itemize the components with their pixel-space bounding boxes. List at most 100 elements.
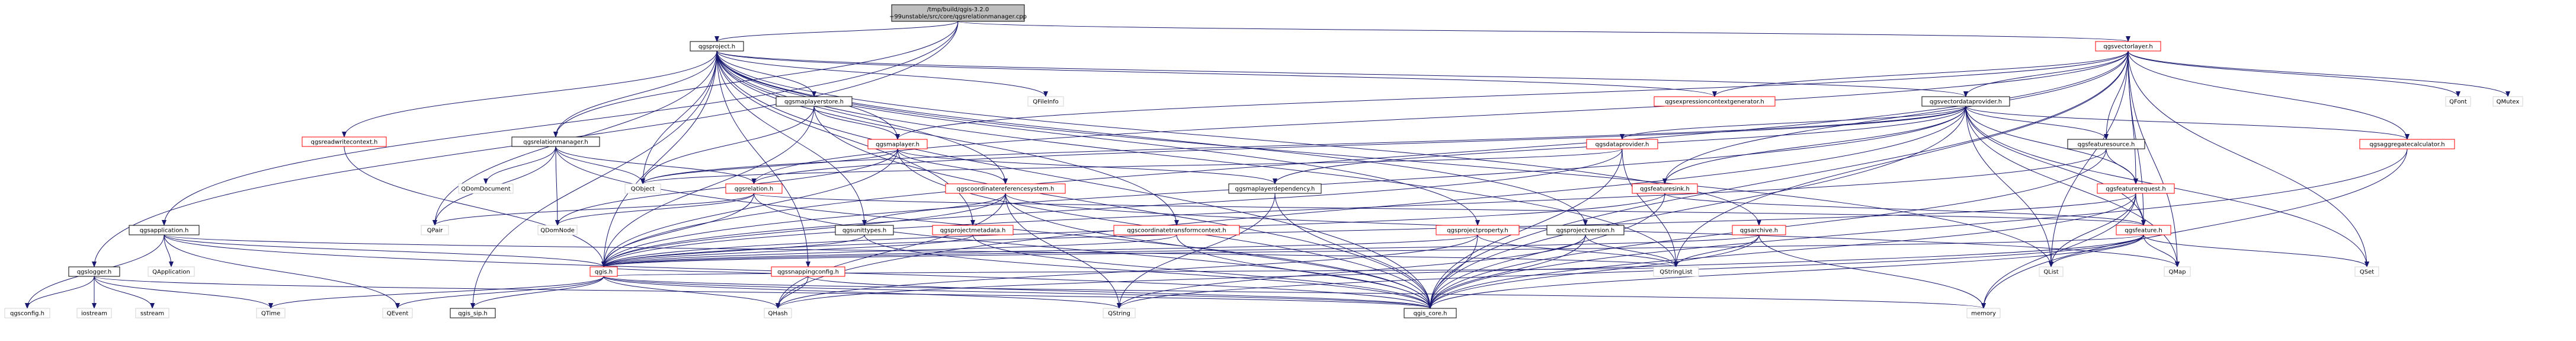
node-qgslogger-h[interactable]: qgslogger.h (68, 266, 120, 277)
node-box (2354, 266, 2379, 277)
node-qgsprojectproperty-h[interactable]: qgsprojectproperty.h (1436, 225, 1520, 235)
node-box (2445, 96, 2471, 107)
node-qgsvectordataprovider-h[interactable]: qgsvectordataprovider.h (1921, 96, 2010, 107)
node-box (148, 266, 195, 277)
node-label: qgis_sip.h (458, 311, 488, 317)
node-box (302, 136, 387, 147)
node-box (589, 266, 618, 277)
node-label: QApplication (152, 269, 190, 276)
edge-qgsarchive_h-to-qgis_h (601, 234, 1760, 267)
edge-qgsvectordataprovider_h-to-qgsfeature_h (1965, 106, 2146, 226)
edge-qgsvectorlayer_h-to-qset (2128, 50, 2369, 267)
edge-qgsrelation_h-to-qgis_core_h (754, 193, 1433, 309)
node-qgsmaplayer-h[interactable]: qgsmaplayer.h (867, 139, 928, 149)
edge-qgsrelationmanager_h-to-qobject (555, 146, 645, 184)
node-qgsfeaturerequest-h[interactable]: qgsfeaturerequest.h (2097, 183, 2175, 194)
node-label: qgslogger.h (77, 269, 111, 276)
edge-qgsvectordataprovider_h-to-qgsfeaturesink_h (1662, 106, 1966, 184)
node-label: QMutex (2497, 99, 2520, 106)
node-box (945, 183, 1066, 194)
node-label: qgsprojectversion.h (1556, 228, 1615, 234)
edge-qgis_h-to-qhash (603, 276, 780, 309)
edge-qgsvectorlayer_h-to-qgsfeature_h (2128, 50, 2146, 226)
edge-qgsvectorlayer_h-to-qgis_h (601, 50, 2129, 267)
node-qgssnappingconfig-h[interactable]: qgssnappingconfig.h (771, 266, 845, 277)
node-qgsreadwritecontext-h[interactable]: qgsreadwritecontext.h (302, 136, 387, 147)
edge-qgsmaplayerstore_h-to-qgsmaplayer_h (813, 106, 900, 140)
edge-qgsvectordataprovider_h-to-qmap (1965, 106, 2180, 267)
edge-qgis_h-to-qgis_sip_h (470, 276, 604, 309)
node-qgsarchive-h[interactable]: qgsarchive.h (1732, 225, 1786, 235)
node-qgsrelationmanager-h[interactable]: qgsrelationmanager.h (511, 136, 600, 147)
node-qgsprojectmetadata-h[interactable]: qgsprojectmetadata.h (932, 225, 1014, 235)
node-label: qgsrelation.h (735, 186, 774, 193)
node-box (2067, 139, 2145, 149)
node-box (421, 225, 449, 235)
node-label: qgsunittypes.h (842, 228, 886, 234)
edge-qgsunittypes_h-to-qgis_h (601, 234, 865, 267)
node-box (458, 183, 514, 194)
node-qgsmaplayerstore-h[interactable]: qgsmaplayerstore.h (776, 96, 853, 107)
edge-qgsprojectversion_h-to-qstringlist (1585, 234, 1678, 267)
edge-qgsapplication_h-to-qgis_h (164, 234, 606, 267)
node-label: qgsmaplayerdependency.h (1235, 186, 1315, 193)
node-qgis-sip-h[interactable]: qgis_sip.h (450, 308, 496, 318)
edge-qgscoordinatereferencesystem_h-to-qgis_core_h (1005, 193, 1433, 309)
node-label: qgsconfig.h (10, 311, 44, 317)
node-qlist: QList (2039, 266, 2064, 277)
edge-qgsvectorlayer_h-to-qfont (2128, 50, 2460, 97)
node-qgscoordinatereferencesystem-h[interactable]: qgscoordinatereferencesystem.h (945, 183, 1066, 194)
node-qgis-core-h[interactable]: qgis_core.h (1404, 308, 1457, 318)
node-label: qgsreadwritecontext.h (311, 139, 378, 146)
node-label: memory (1971, 311, 1996, 317)
edge-qgsproject_h-to-qgscoordinatetransformcontext_h (716, 50, 1179, 226)
edge-qgscoordinatereferencesystem_h-to-qstring (1005, 193, 1122, 309)
edge-qgsrelationmanager_h-to-qdomnode (555, 146, 560, 226)
node-qgsfeaturesource-h[interactable]: qgsfeaturesource.h (2067, 139, 2145, 149)
node-qgsaggregatecalculator-h[interactable]: qgsaggregatecalculator.h (2359, 139, 2455, 149)
node-label: qgsvectorlayer.h (2103, 44, 2152, 50)
edge-qgsproject_h-to-qgsprojectversion_h (716, 50, 1588, 226)
node-box (1103, 308, 1136, 318)
node-label: qgsfeaturesource.h (2078, 142, 2135, 148)
edge-qgsfeaturesource_h-to-qgis_h (601, 148, 2107, 267)
node-label: qgsarchive.h (1740, 228, 1778, 234)
node-qgsvectorlayer-h[interactable]: qgsvectorlayer.h (2095, 41, 2161, 52)
node-qgsexpressioncontextgenerator-h[interactable]: qgsexpressioncontextgenerator.h (1654, 96, 1776, 107)
node-root[interactable]: /tmp/build/qgis-3.2.0+99unstable/src/cor… (889, 4, 1027, 22)
node-qgsfeature-h[interactable]: qgsfeature.h (2116, 225, 2171, 235)
node-label: qgsfeature.h (2125, 228, 2162, 234)
edge-qgslogger_h-to-qtime (94, 276, 273, 309)
edges-layer (25, 21, 2510, 309)
node-qgsproject-h[interactable]: qgsproject.h (690, 41, 744, 52)
edge-qgsfeaturerequest_h-to-qgsfeature_h (2135, 193, 2146, 226)
edge-qgsapplication_h-to-qstringlist (164, 234, 1678, 267)
node-qgsfeaturesink-h[interactable]: qgsfeaturesink.h (1632, 183, 1698, 194)
node-qgsunittypes-h[interactable]: qgsunittypes.h (835, 225, 894, 235)
node-qgsdataprovider-h[interactable]: qgsdataprovider.h (1586, 139, 1658, 149)
edge-qgsfeature_h-to-qset (2143, 234, 2369, 267)
node-box (725, 183, 783, 194)
edge-root-to-qgsproject_h (715, 21, 959, 42)
node-qgsrelation-h[interactable]: qgsrelation.h (725, 183, 783, 194)
node-box (2164, 266, 2191, 277)
node-label: QMap (2169, 269, 2186, 276)
node-box (135, 308, 169, 318)
node-qgsprojectversion-h[interactable]: qgsprojectversion.h (1546, 225, 1625, 235)
edge-qgis_h-to-qgis_core_h (603, 276, 1433, 309)
edge-qgsarchive_h-to-qstringlist (1674, 234, 1760, 267)
node-label: sstream (140, 311, 164, 317)
node-qgis-h[interactable]: qgis.h (589, 266, 618, 277)
node-label: qgscoordinatereferencesystem.h (957, 186, 1055, 193)
edge-qgsproject_h-to-qgis_h (601, 50, 717, 267)
edge-qgsrelation_h-to-qdomnode (555, 193, 754, 226)
node-box (2359, 139, 2455, 149)
node-qgsapplication-h[interactable]: qgsapplication.h (129, 225, 200, 235)
node-box (2097, 183, 2175, 194)
node-box (2492, 96, 2523, 107)
node-qgsmaplayerdependency-h[interactable]: qgsmaplayerdependency.h (1228, 183, 1322, 194)
node-box (835, 225, 894, 235)
node-qgscoordinatetransformcontext-h[interactable]: qgscoordinatetransformcontext.h (1113, 225, 1240, 235)
node-label: qgsexpressioncontextgenerator.h (1665, 99, 1764, 106)
node-label: QEvent (387, 311, 409, 317)
